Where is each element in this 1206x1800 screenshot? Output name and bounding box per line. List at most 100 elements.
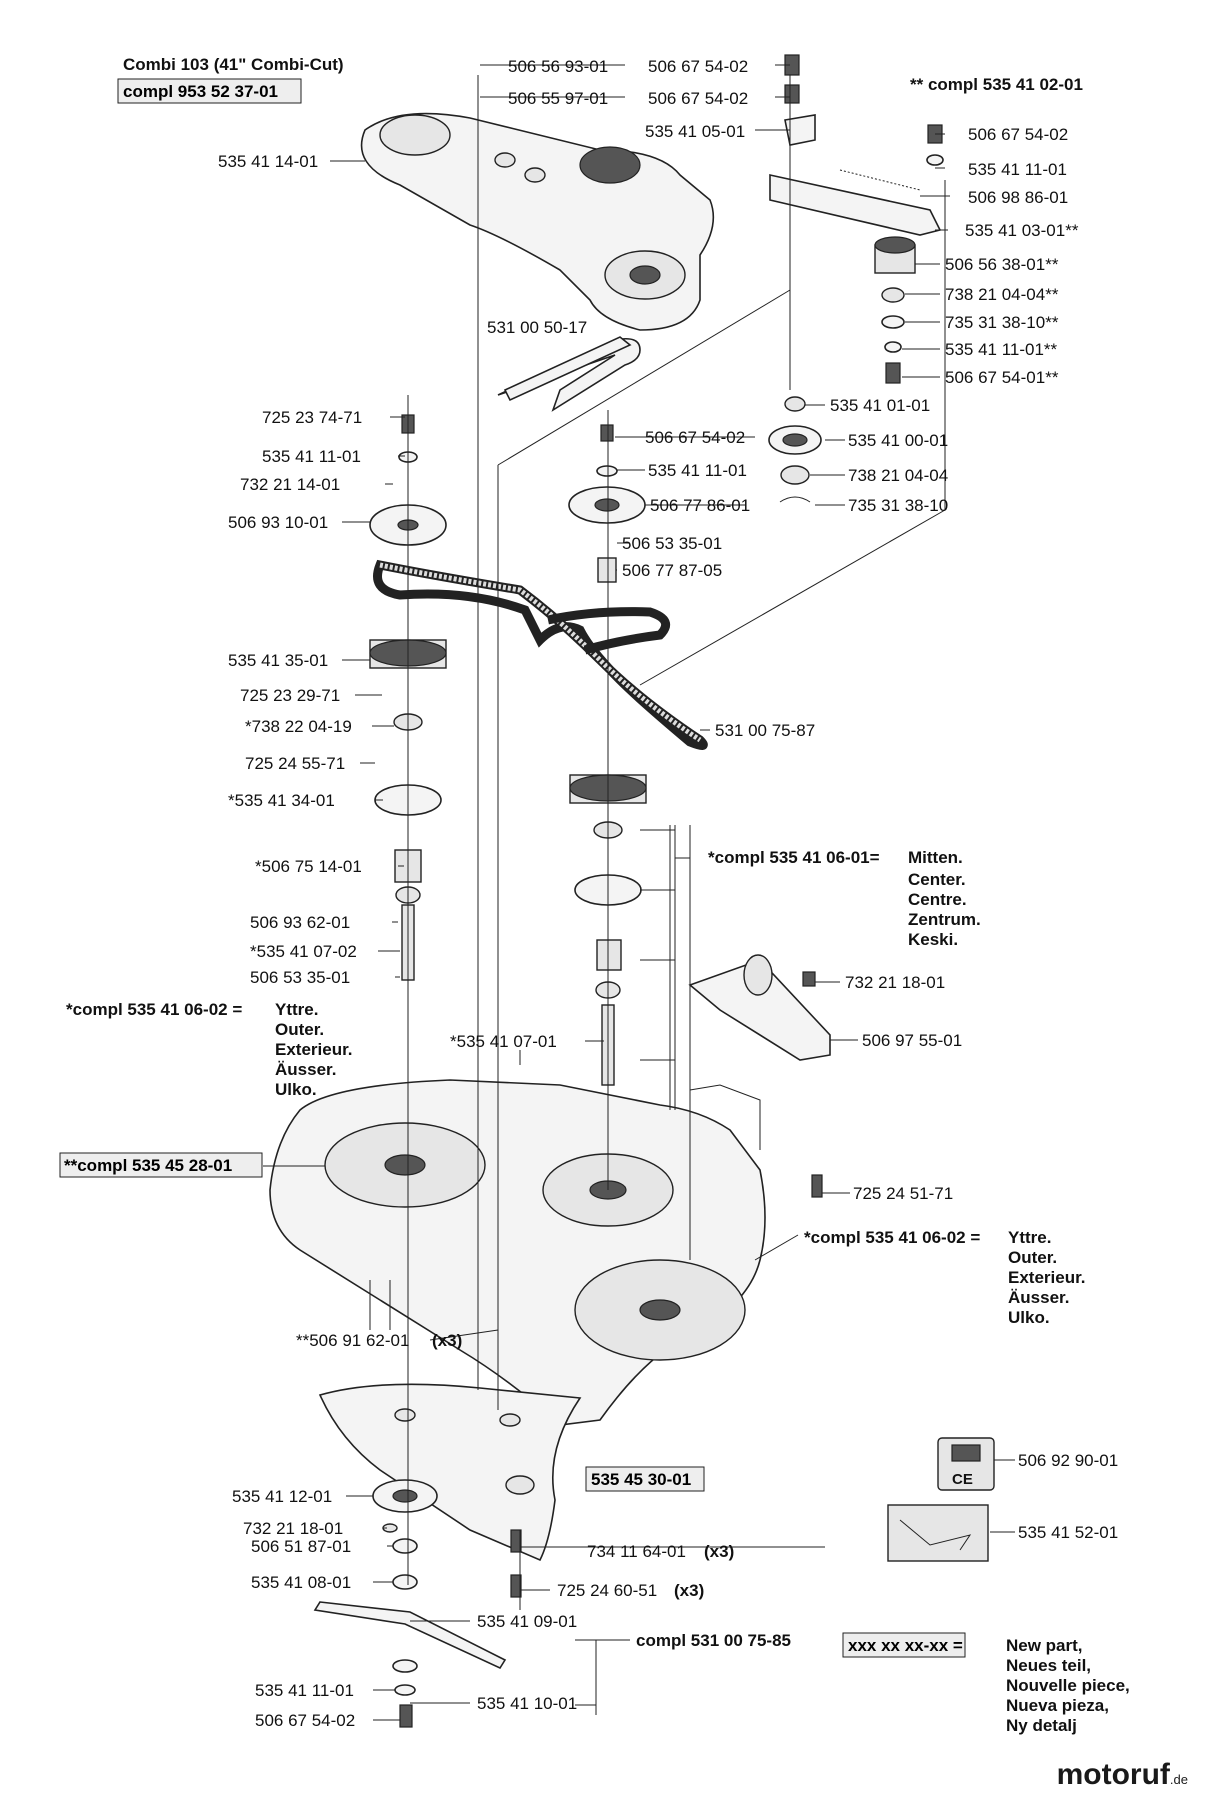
part-labels: Combi 103 (41" Combi-Cut) compl 953 52 3… — [59, 55, 1130, 1735]
outer-compl-left-line: Ulko. — [275, 1080, 317, 1099]
legend-code-text: xxx xx xx-xx = — [848, 1636, 963, 1655]
part-label: 535 41 11-01 — [255, 1681, 354, 1700]
part-label: (x3) — [432, 1331, 462, 1350]
blade-carrier-box — [585, 1466, 705, 1492]
outer-compl-right-line: Outer. — [1008, 1248, 1057, 1267]
outer-compl-left-line: Exterieur. — [275, 1040, 353, 1059]
flat-belt — [497, 336, 641, 412]
part-label: 732 21 14-01 — [240, 475, 340, 494]
part-label: 738 21 04-04 — [848, 466, 948, 485]
part-label: 506 97 55-01 — [862, 1031, 962, 1050]
outer-compl-right-line: Exterieur. — [1008, 1268, 1086, 1287]
part-label: 725 24 60-51 — [557, 1581, 657, 1600]
part-label: 506 98 86-01 — [968, 188, 1068, 207]
part-label: 506 77 87-05 — [622, 561, 722, 580]
part-label: 506 67 54-01** — [945, 368, 1059, 387]
part-label: 735 31 38-10** — [945, 313, 1059, 332]
part-label: 725 24 55-71 — [245, 754, 345, 773]
part-label: 506 51 87-01 — [251, 1537, 351, 1556]
deck-compl-text: **compl 535 45 28-01 — [64, 1156, 232, 1175]
tension-arm-assembly — [769, 54, 944, 384]
part-label: 506 53 35-01 — [622, 534, 722, 553]
part-label: 535 41 11-01 — [262, 447, 361, 466]
part-label: **506 91 62-01 — [296, 1331, 409, 1350]
mount-bracket — [688, 954, 831, 1061]
part-label: 735 31 38-10 — [848, 496, 948, 515]
part-label: 535 41 11-01 — [968, 160, 1067, 179]
part-label: 535 41 12-01 — [232, 1487, 332, 1506]
model-title: Combi 103 (41" Combi-Cut) — [123, 55, 344, 74]
part-label: 506 56 38-01** — [945, 255, 1059, 274]
outer-compl-right-line: Äusser. — [1008, 1288, 1069, 1307]
watermark-name: motoruf — [1056, 1758, 1170, 1791]
deck-compl-box — [59, 1152, 263, 1178]
part-label: *535 41 07-01 — [450, 1032, 557, 1051]
part-label: 535 41 10-01 — [477, 1694, 577, 1713]
part-label: 506 67 54-02 — [968, 125, 1068, 144]
part-label: 535 41 00-01 — [848, 431, 948, 450]
center-compl-line: Centre. — [908, 890, 967, 909]
part-label: 535 41 35-01 — [228, 651, 328, 670]
part-label: 531 00 50-17 — [487, 318, 587, 337]
part-label: 535 41 11-01 — [648, 461, 747, 480]
compl-box — [117, 78, 302, 104]
svg-text:CE: CE — [952, 1471, 973, 1488]
part-label: 535 41 52-01 — [1018, 1523, 1118, 1542]
part-label: (x3) — [674, 1581, 704, 1600]
outer-compl-left-line: Outer. — [275, 1020, 324, 1039]
part-label: 506 56 93-01 — [508, 57, 608, 76]
legend-line: Ny detalj — [1006, 1716, 1077, 1735]
part-label: 535 41 01-01 — [830, 396, 930, 415]
outer-compl-left-line: Äusser. — [275, 1060, 336, 1079]
blade-carrier — [318, 1383, 582, 1562]
center-compl-label: *compl 535 41 06-01= — [708, 848, 880, 867]
part-label: compl 531 00 75-85 — [636, 1631, 791, 1650]
part-label: 506 67 54-02 — [648, 57, 748, 76]
part-label: 535 41 03-01** — [965, 221, 1079, 240]
outer-compl-right-line: Yttre. — [1008, 1228, 1051, 1247]
idler-pulley-right — [568, 396, 822, 583]
part-label: 506 77 86-01 — [650, 496, 750, 515]
center-compl-line: Center. — [908, 870, 966, 889]
outer-compl-right-line: Ulko. — [1008, 1308, 1050, 1327]
part-label: 506 55 97-01 — [508, 89, 608, 108]
center-compl-line: Zentrum. — [908, 910, 981, 929]
watermark-suffix: .de — [1169, 1772, 1188, 1787]
part-label: 506 93 62-01 — [250, 913, 350, 932]
legend-line: Nueva pieza, — [1006, 1696, 1109, 1715]
part-label: 725 24 51-71 — [853, 1184, 953, 1203]
outer-compl-left-line: Yttre. — [275, 1000, 318, 1019]
part-label: 506 67 54-02 — [648, 89, 748, 108]
part-label: 734 11 64-01 — [587, 1542, 686, 1561]
part-label: 535 41 08-01 — [251, 1573, 351, 1592]
part-label: 531 00 75-87 — [715, 721, 815, 740]
legend-line: New part, — [1006, 1636, 1083, 1655]
part-label: *738 22 04-19 — [245, 717, 352, 736]
part-label: (x3) — [704, 1542, 734, 1561]
part-label: 535 41 09-01 — [477, 1612, 577, 1631]
center-compl-line: Keski. — [908, 930, 958, 949]
part-label: 732 21 18-01 — [243, 1519, 343, 1538]
part-label: 506 67 54-02 — [645, 428, 745, 447]
belt-cover-top — [360, 112, 715, 331]
mower-deck — [269, 1079, 823, 1426]
leader-lines — [263, 64, 1015, 1721]
part-label: *535 41 34-01 — [228, 791, 335, 810]
legend-code-box — [842, 1632, 966, 1658]
part-label: 506 93 10-01 — [228, 513, 328, 532]
guide-lines — [369, 75, 946, 1715]
part-label: 535 41 11-01** — [945, 340, 1058, 359]
part-label: 506 92 90-01 — [1018, 1451, 1118, 1470]
blade-carrier-text: 535 45 30-01 — [591, 1470, 691, 1489]
part-label: 535 41 05-01 — [645, 122, 745, 141]
top-right-compl-text: ** compl 535 41 02-01 — [910, 75, 1083, 94]
part-label: *506 75 14-01 — [255, 857, 362, 876]
part-label: 738 21 04-04** — [945, 285, 1059, 304]
legend-line: Nouvelle piece, — [1006, 1676, 1130, 1695]
outer-compl-left-label: *compl 535 41 06-02 = — [66, 1000, 242, 1019]
part-label: 732 21 18-01 — [845, 973, 945, 992]
part-label: *535 41 07-02 — [250, 942, 357, 961]
top-right-compl: ** compl 535 41 02-01 — [910, 75, 1083, 94]
part-label: 725 23 74-71 — [262, 408, 362, 427]
